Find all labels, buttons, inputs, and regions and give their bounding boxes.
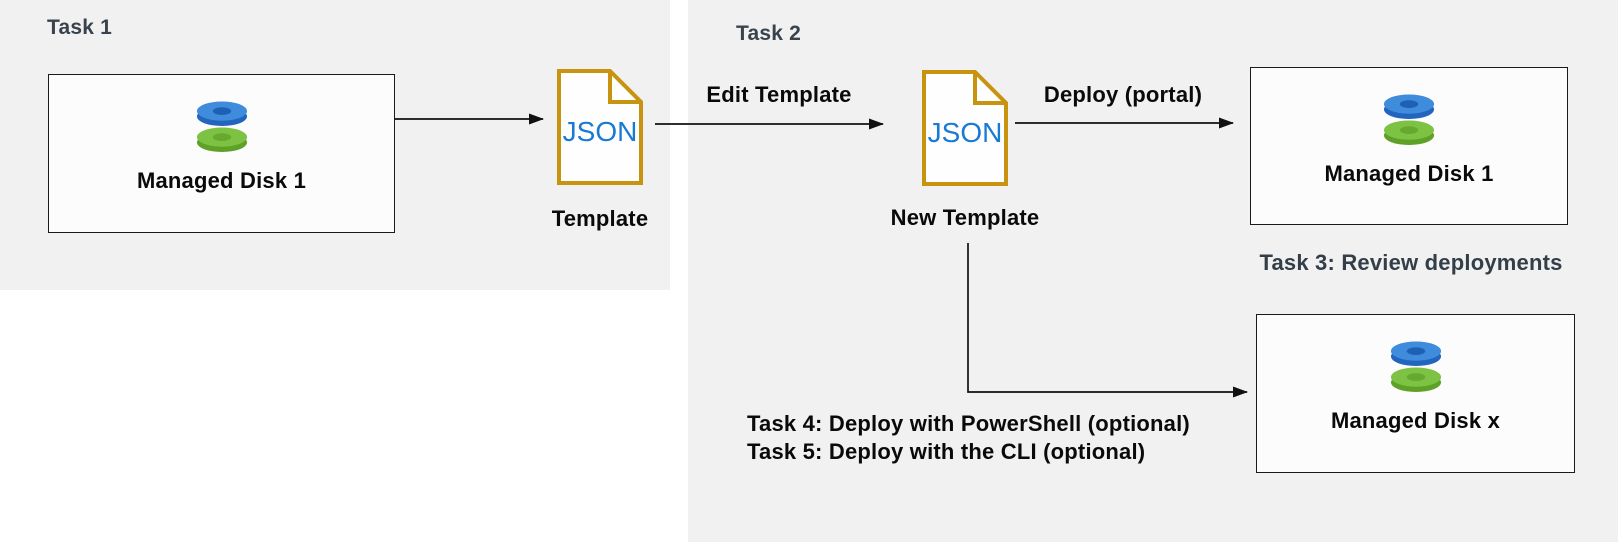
- managed-disk-1-deployed-box: Managed Disk 1: [1250, 67, 1568, 225]
- task45-notes: Task 4: Deploy with PowerShell (optional…: [747, 410, 1190, 466]
- template-caption: Template: [551, 206, 649, 231]
- json-new-template-file-icon: JSON: [922, 70, 1008, 186]
- edit-template-arrow-label: Edit Template: [706, 82, 852, 107]
- task4-note: Task 4: Deploy with PowerShell (optional…: [747, 411, 1190, 436]
- task2-title: Task 2: [736, 22, 802, 45]
- managed-disk-icon: [1390, 341, 1441, 393]
- json-template-file-icon: JSON: [557, 69, 643, 185]
- deploy-portal-arrow-label: Deploy (portal): [1043, 82, 1203, 107]
- task1-title: Task 1: [47, 16, 113, 39]
- managed-disk-x-label: Managed Disk x: [1330, 408, 1501, 433]
- task3-note: Task 3: Review deployments: [1259, 250, 1563, 275]
- managed-disk-icon: [196, 101, 247, 153]
- managed-disk-1-deployed-label: Managed Disk 1: [1324, 161, 1494, 186]
- managed-disk-icon: [1383, 94, 1435, 146]
- new-template-caption: New Template: [890, 205, 1040, 230]
- json-file-type-text: JSON: [928, 117, 1003, 148]
- managed-disk-x-box: Managed Disk x: [1256, 314, 1575, 473]
- managed-disk-1-source-box: Managed Disk 1: [48, 74, 395, 233]
- managed-disk-1-source-label: Managed Disk 1: [136, 168, 307, 193]
- json-file-type-text: JSON: [563, 116, 638, 147]
- task5-note: Task 5: Deploy with the CLI (optional): [747, 439, 1146, 464]
